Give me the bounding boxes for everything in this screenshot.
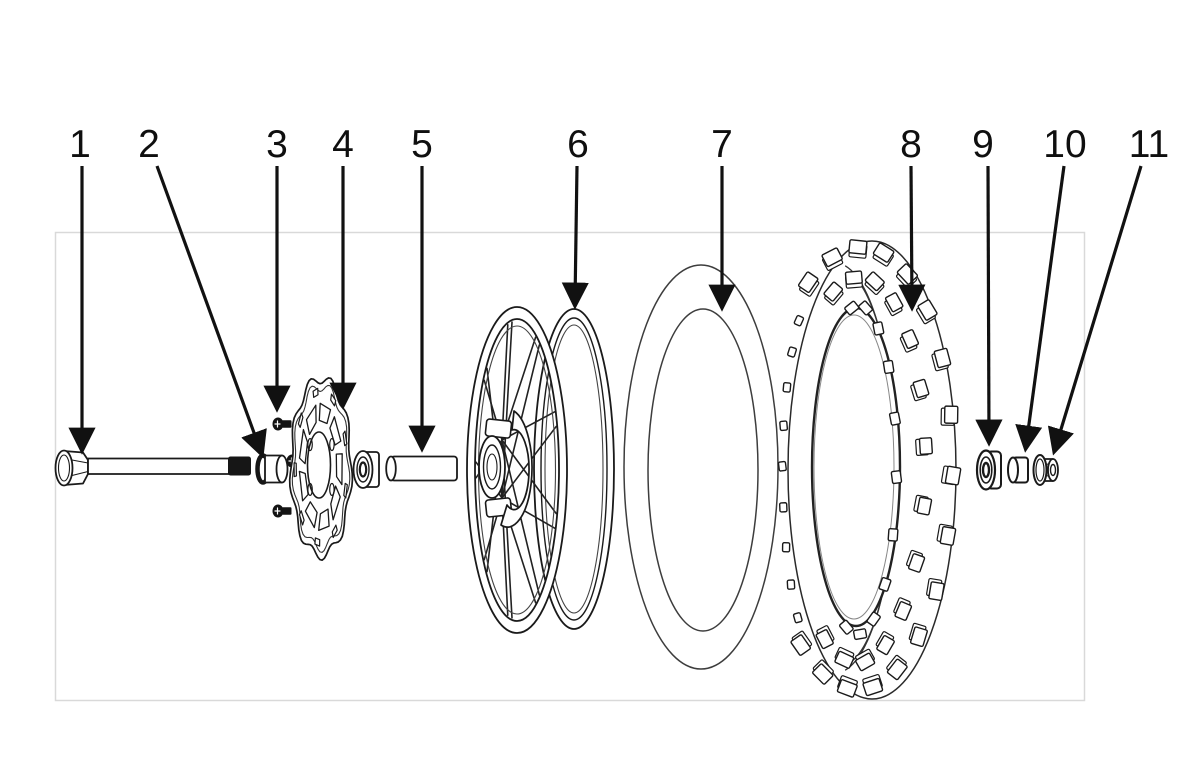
front-rim-ring	[466, 306, 568, 634]
spoke-wheel	[466, 306, 615, 634]
callout-label-9: 9	[972, 123, 994, 166]
inner-tube	[623, 264, 779, 670]
callout-line-2	[155, 165, 267, 459]
callout-label-10: 10	[1043, 123, 1086, 166]
axle-thread	[228, 456, 251, 476]
tire	[777, 239, 962, 700]
callout-line-6	[561, 165, 589, 310]
callout-label-3: 3	[266, 123, 288, 166]
callout-line-8	[898, 165, 926, 312]
wheel-hub	[478, 410, 533, 528]
axle-nut	[1032, 454, 1059, 486]
callout-label-11: 11	[1129, 123, 1170, 166]
callout-line-10	[1015, 165, 1066, 453]
hub-bearing	[352, 450, 380, 489]
callout-label-7: 7	[711, 123, 733, 166]
disc-screw-bottom	[272, 504, 292, 518]
disc-screw-top	[272, 417, 292, 431]
callout-line-9	[975, 165, 1003, 447]
callout-label-4: 4	[332, 123, 354, 166]
bearing-spacer	[1007, 456, 1029, 484]
axle-bolt	[54, 449, 251, 487]
axle-sleeve-spacer	[385, 455, 458, 482]
wheel-bearing	[975, 449, 1002, 491]
callout-label-1: 1	[69, 123, 91, 166]
callout-label-2: 2	[138, 123, 160, 166]
callout-label-8: 8	[900, 123, 922, 166]
callout-line-11	[1047, 165, 1143, 456]
callout-label-6: 6	[567, 123, 589, 166]
axle-spacer	[255, 453, 289, 485]
callout-label-5: 5	[411, 123, 433, 166]
